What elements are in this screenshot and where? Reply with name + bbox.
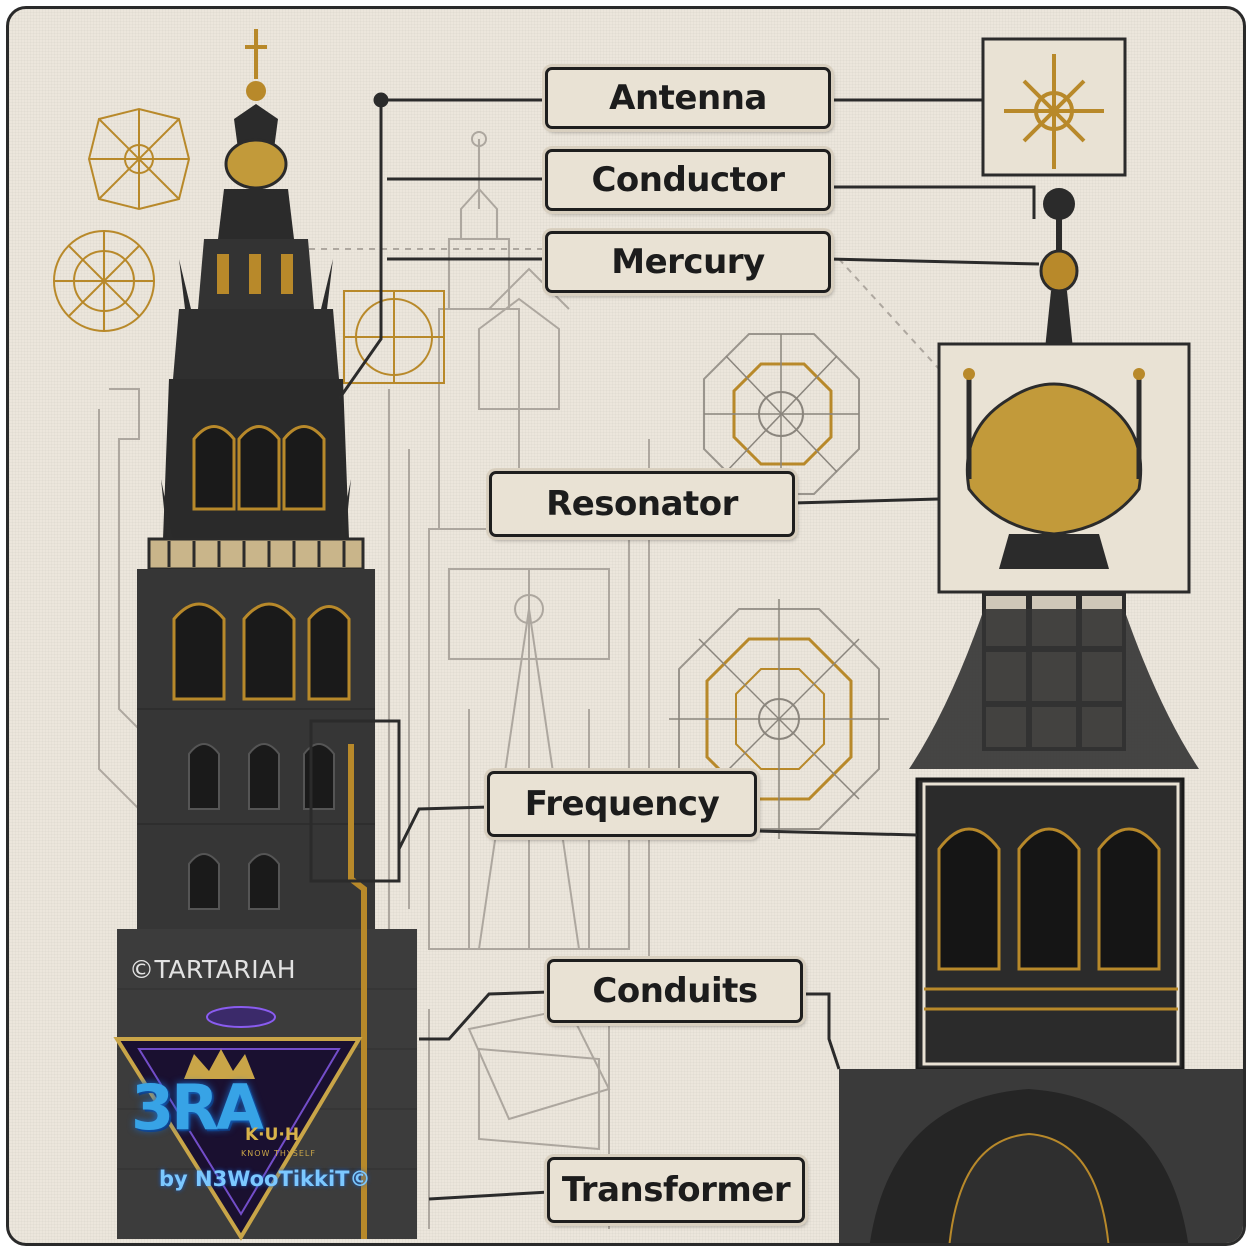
rosette-top-left [87, 107, 191, 211]
watermark-text: ©TARTARIAH [129, 955, 297, 984]
logo-byline: by N3WooTikkiT© [159, 1167, 371, 1191]
rosette-upper-center [343, 290, 445, 384]
label-resonator: Resonator [489, 471, 795, 537]
diagram-frame: Antenna Conductor Mercury Resonator Freq… [6, 6, 1246, 1246]
label-conduits: Conduits [547, 959, 803, 1023]
label-mercury: Mercury [545, 231, 831, 293]
logo-name: K·U·H [245, 1125, 300, 1145]
label-frequency: Frequency [487, 771, 757, 837]
right-tower [839, 37, 1243, 1243]
frequency-callout-box [309, 719, 401, 883]
logo-mark: 3RA [131, 1071, 264, 1144]
antenna-finial [1004, 54, 1104, 169]
rosette-left [53, 230, 155, 332]
logo-tagline: KNOW THYSELF [241, 1149, 316, 1158]
label-transformer: Transformer [547, 1157, 805, 1223]
resonator-dome [963, 368, 1145, 569]
octagon-web-upper [703, 333, 860, 495]
logo-emblem [113, 1006, 363, 1241]
octagon-web-lower [669, 599, 889, 839]
label-conductor: Conductor [545, 149, 831, 211]
diagram-artwork [53, 29, 1243, 1243]
conduit-pipe [348, 744, 367, 1239]
label-antenna: Antenna [545, 67, 831, 129]
connector-lines [337, 92, 1040, 1201]
